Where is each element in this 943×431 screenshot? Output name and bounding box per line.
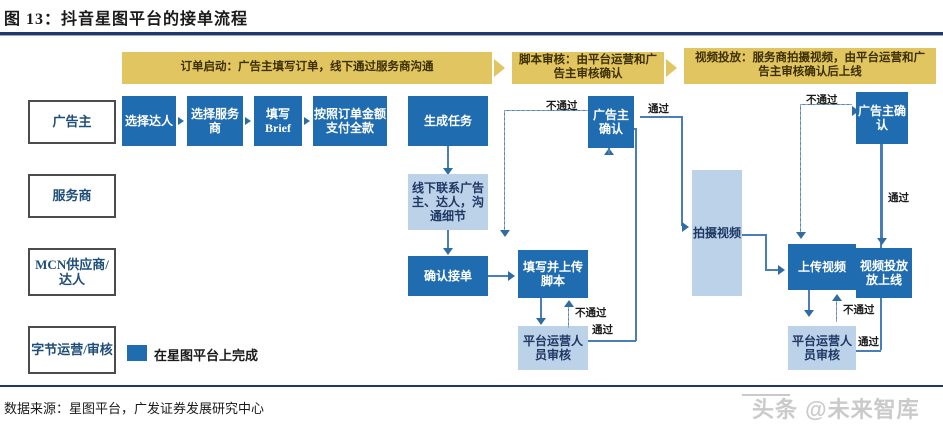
- lane-label-bytedance-ops: 字节运营/审核: [28, 326, 116, 374]
- source-note: 数据来源：星图平台，广发证券发展研究中心: [4, 401, 265, 416]
- edge-n5-n6: [447, 146, 449, 170]
- arrow-icon-n2-n3: [245, 117, 251, 125]
- node-advertiser-confirm-video: 广告主确认: [856, 92, 908, 144]
- phase-banner-script-review: 脚本审核：由平台运营和广告主审核确认: [512, 52, 664, 84]
- phase-banner-video-launch: 视频投放：服务商拍摄视频，由平台运营和广告主审核确认后上线: [684, 48, 936, 84]
- arrow-icon-n10-n8-fail: [500, 230, 510, 237]
- edge-n10-n11-v: [681, 116, 683, 226]
- footer-divider: [0, 385, 943, 387]
- node-platform-ops-review-video: 平台运营人员审核: [788, 326, 856, 370]
- edge-n13-n14-pass-h: [856, 350, 881, 352]
- edge-label-advertiser-pass-1: 通过: [648, 104, 669, 115]
- arrow-icon-n7-n8: [508, 271, 515, 281]
- edge-label-video-pass: 通过: [858, 337, 879, 348]
- edge-n9-n10-pass-v: [635, 128, 637, 341]
- node-offline-contact: 线下联系广告主、达人，沟通细节: [408, 174, 488, 230]
- arrow-icon-n11-n12: [778, 265, 785, 275]
- node-pay-full-amount: 按照订单金额支付全款: [313, 96, 387, 146]
- edge-n14-n12-fail-v: [800, 104, 801, 234]
- edge-label-advertiser-fail-1: 不通过: [546, 101, 578, 112]
- edge-n14-n15: [881, 144, 883, 240]
- edge-n11-n12-v: [765, 234, 767, 270]
- lane-label-advertiser: 广告主: [28, 100, 116, 144]
- edge-n9-n8-fail: [568, 306, 569, 328]
- node-confirm-order: 确认接单: [408, 256, 488, 296]
- node-select-service-provider: 选择服务商: [187, 96, 243, 146]
- edge-n13-n14-pass-v: [880, 110, 882, 350]
- arrow-icon-n8-n9: [536, 318, 546, 325]
- arrow-icon-n6-n7: [443, 248, 453, 255]
- edge-n10-n8-fail-v: [504, 110, 505, 232]
- lane-label-service-provider: 服务商: [28, 174, 116, 218]
- node-upload-video: 上传视频: [788, 244, 856, 290]
- node-generate-task: 生成任务: [408, 96, 488, 146]
- legend-swatch: [127, 345, 147, 361]
- edge-n7-n8: [488, 275, 510, 277]
- lane-label-mcn-creator: MCN供应商/达人: [28, 248, 116, 296]
- edge-n8-n9: [540, 298, 542, 320]
- node-advertiser-confirm-script: 广告主确认: [588, 96, 634, 148]
- edge-n11-n12-h1: [742, 234, 766, 236]
- node-video-online: 视频投放放上线: [856, 248, 912, 298]
- page-title: 图 13：抖音星图平台的接单流程: [4, 11, 249, 28]
- edge-label-advertiser-pass-2: 通过: [888, 193, 909, 204]
- arrow-icon-n10-n11: [682, 222, 689, 232]
- node-shoot-video: 拍摄视频: [692, 170, 742, 296]
- edge-n12-n13: [808, 290, 810, 312]
- phase-arrow-icon-1: [494, 59, 505, 77]
- watermark-line: [742, 394, 790, 396]
- node-platform-ops-review-script: 平台运营人员审核: [518, 326, 588, 370]
- arrow-icon-n12-n13: [804, 310, 814, 317]
- arrow-icon-n5-n6: [443, 168, 453, 175]
- header-divider: [0, 32, 943, 35]
- watermark: 头条 @未来智库: [752, 397, 920, 422]
- figure-header: 图 13：抖音星图平台的接单流程: [0, 0, 943, 36]
- edge-n13-n12-fail: [836, 300, 837, 322]
- edge-n6-n7: [447, 230, 449, 250]
- edge-label-advertiser-fail-2: 不通过: [806, 95, 838, 106]
- edge-label-script-fail: 不通过: [575, 308, 607, 319]
- edge-label-script-pass: 通过: [592, 325, 613, 336]
- legend-label: 在星图平台上完成: [154, 348, 259, 363]
- node-select-creator: 选择达人: [122, 96, 176, 146]
- phase-banner-order-start: 订单启动：广告主填写订单，线下通过服务商沟通: [122, 52, 492, 84]
- arrow-icon-n14-n15: [877, 238, 887, 245]
- arrow-icon-n14-n12-fail: [796, 232, 806, 239]
- arrow-icon-n3-n4: [304, 117, 310, 125]
- phase-arrow-icon-2: [666, 59, 677, 77]
- edge-n10-n11-h: [640, 116, 682, 118]
- edge-n11-n12-h2: [765, 269, 780, 271]
- node-upload-script: 填写并上传脚本: [518, 250, 588, 298]
- arrow-icon-n9-n8-fail: [564, 300, 574, 307]
- edge-n10-n8-fail-h: [504, 110, 588, 111]
- arrow-icon-n13-n12-fail: [832, 294, 842, 301]
- edge-label-video-fail: 不通过: [843, 305, 875, 316]
- arrow-icon-n13-n14-pass: [852, 106, 859, 116]
- edge-n14-n12-fail-h: [800, 104, 852, 105]
- node-fill-brief: 填写Brief: [254, 96, 302, 146]
- edge-n9-n10-pass-h: [588, 340, 636, 342]
- arrow-icon-n1-n2: [178, 117, 184, 125]
- header-divider-thin: [0, 35, 943, 36]
